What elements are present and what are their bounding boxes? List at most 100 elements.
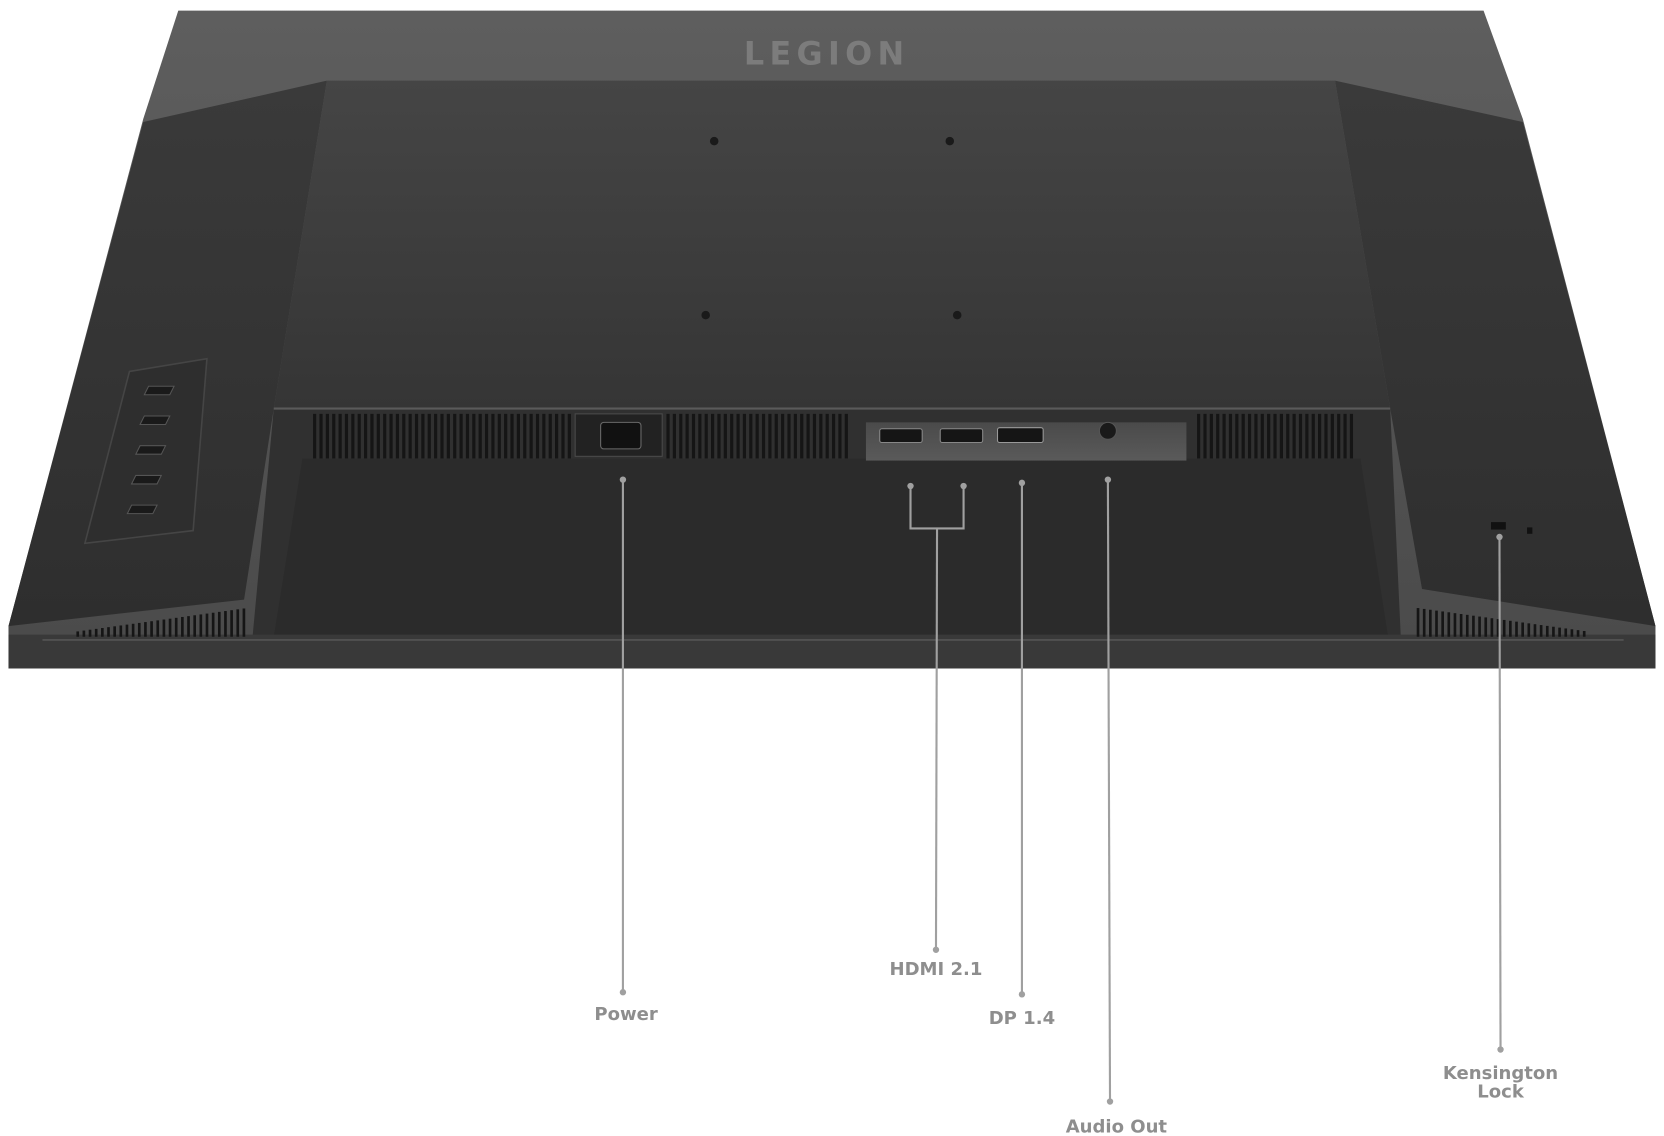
- vent-slot: [193, 615, 197, 637]
- vent-slot: [561, 413, 565, 459]
- label-audio-out: Audio Out: [1066, 1116, 1168, 1136]
- vent-slot: [414, 413, 419, 459]
- audio-out-jack: [1098, 421, 1117, 440]
- callout-dots: [619, 476, 1504, 1105]
- vent-slot: [357, 413, 361, 459]
- vent-slot: [1459, 614, 1463, 637]
- vent-slot: [1527, 623, 1531, 637]
- vent-slot: [370, 413, 374, 459]
- vent-slot: [1478, 616, 1481, 637]
- callout-dot: [619, 989, 627, 996]
- osd-button: [130, 474, 163, 485]
- vent-slot: [434, 413, 438, 459]
- osd-button: [134, 445, 167, 455]
- callout-dot: [1104, 476, 1112, 483]
- vent-slot: [819, 413, 823, 459]
- vent-slot: [1228, 413, 1233, 459]
- vent-slot: [1545, 625, 1549, 637]
- vent-slot: [1539, 625, 1543, 637]
- vent-slot: [1416, 608, 1420, 637]
- vent-slot: [1197, 413, 1201, 459]
- vent-slot: [672, 413, 676, 459]
- bottom-lip: [8, 634, 1656, 669]
- vent-slot: [440, 413, 444, 459]
- vent-slot: [383, 413, 387, 459]
- hdmi-port-2: [939, 428, 984, 444]
- vent-slot: [711, 413, 715, 459]
- vent-slot: [319, 413, 323, 459]
- vent-slot: [187, 616, 190, 637]
- vent-slot: [1337, 413, 1341, 459]
- vent-slot: [1247, 413, 1252, 459]
- vent-slot: [1311, 413, 1315, 459]
- vent-slot: [679, 413, 683, 459]
- vent-slot: [446, 413, 450, 459]
- vent-slot: [497, 413, 501, 459]
- label-power: Power: [594, 1004, 657, 1025]
- callout-dot: [907, 482, 914, 490]
- vent-slot: [806, 413, 810, 459]
- vent-slot: [1496, 619, 1500, 637]
- vent-slot: [1429, 609, 1432, 637]
- vent-slot: [478, 413, 482, 459]
- vent-slot: [774, 413, 778, 459]
- vent-slot: [535, 413, 540, 459]
- vent-slot: [236, 609, 240, 637]
- vent-slot: [730, 413, 734, 459]
- vent-slot: [1490, 618, 1494, 637]
- callout-dot: [1018, 991, 1026, 998]
- osd-buttons: [126, 385, 175, 515]
- vent-slot: [1509, 620, 1512, 637]
- hdmi-port-1: [879, 428, 923, 444]
- vent-slot: [1465, 614, 1469, 637]
- label-dp: DP 1.4: [989, 1008, 1055, 1029]
- vent-slot: [542, 413, 546, 459]
- vent-slot: [749, 413, 753, 459]
- vesa-hole: [701, 310, 710, 320]
- vent-slot: [1447, 612, 1451, 637]
- vent-slot: [459, 413, 463, 459]
- vent-slot: [113, 626, 116, 637]
- vent-slot: [389, 413, 393, 459]
- vent-slot: [755, 413, 759, 459]
- vent-slot: [793, 413, 797, 459]
- vent-slot: [199, 614, 203, 637]
- vent-slot: [510, 413, 514, 459]
- callout-dot: [960, 482, 967, 490]
- vent-slot: [691, 413, 696, 459]
- vent-slot: [698, 413, 702, 459]
- label-kensington: Kensington: [1443, 1063, 1558, 1084]
- vent-slot: [402, 413, 406, 459]
- vent-slot: [516, 413, 520, 459]
- vent-slot: [1343, 413, 1347, 459]
- callout-line-hdmi-stem: [934, 528, 939, 950]
- vent-slot: [838, 413, 842, 459]
- vent-slot: [395, 413, 400, 459]
- vent-slot: [1254, 413, 1258, 459]
- vent-slot: [1241, 413, 1245, 459]
- legion-logo: LEGION: [744, 35, 910, 73]
- vesa-hole: [945, 136, 955, 146]
- vent-slot: [453, 413, 457, 459]
- vent-slot: [1576, 630, 1580, 637]
- vent-slot: [504, 413, 508, 459]
- vent-slot: [150, 621, 153, 637]
- vent-slot: [1484, 617, 1488, 637]
- vent-slot: [1502, 619, 1506, 637]
- vent-slot: [1318, 413, 1322, 459]
- vent-slot: [351, 413, 355, 459]
- vent-slot: [313, 413, 317, 459]
- callout-dot: [1496, 533, 1503, 541]
- vent-slot: [825, 413, 829, 459]
- rear-back-panel: [273, 80, 1391, 409]
- vent-slot: [338, 413, 342, 459]
- vent-slot: [1441, 611, 1444, 637]
- vent-slot: [1570, 629, 1574, 637]
- vent-slot: [1324, 413, 1328, 459]
- vent-slot: [1203, 413, 1207, 459]
- vent-slot: [1209, 413, 1213, 459]
- vent-slot: [1235, 413, 1239, 459]
- vent-slot: [376, 413, 380, 459]
- vent-slot: [211, 612, 215, 637]
- vent-slot: [555, 413, 559, 459]
